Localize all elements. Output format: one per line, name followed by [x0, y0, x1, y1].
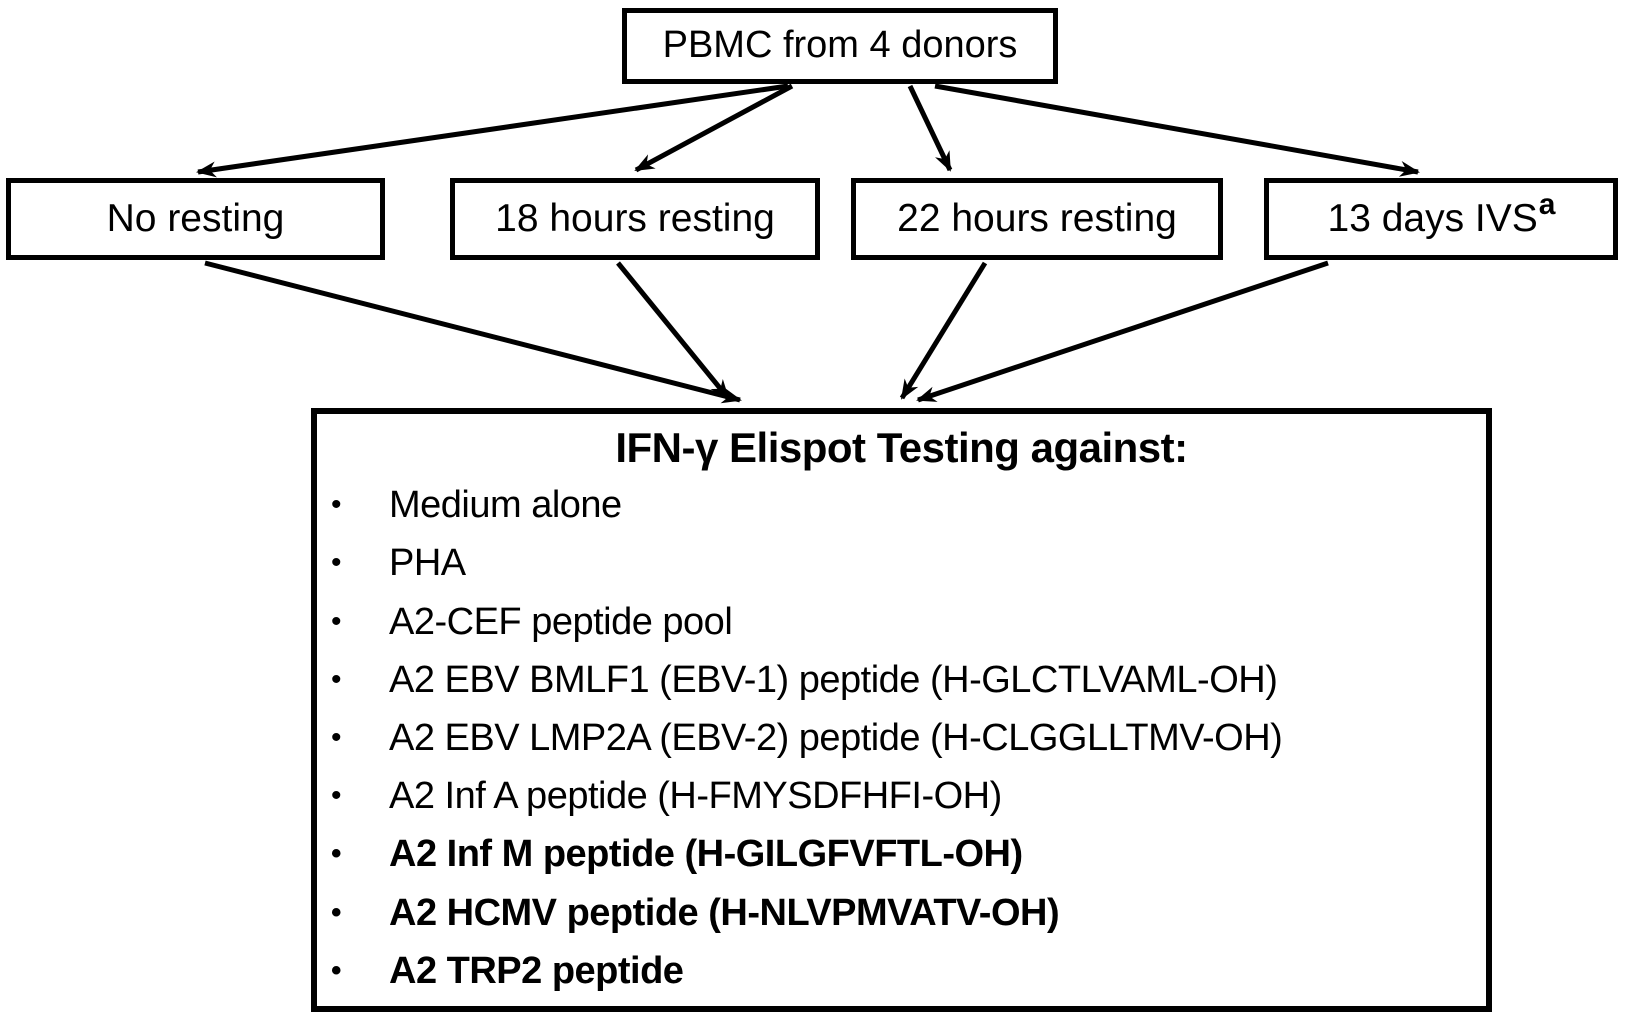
arrow-root-to-ivs [934, 83, 1420, 177]
list-item-ebv2: • A2 EBV LMP2A (EBV-2) peptide (H-CLGGLL… [331, 719, 1486, 757]
elispot-item-list: • Medium alone • PHA • A2-CEF peptide po… [317, 476, 1486, 1006]
node-elispot-testing: IFN-γ Elispot Testing against: • Medium … [311, 408, 1492, 1012]
bullet-icon: • [331, 895, 342, 929]
list-item-a2-cef: • A2-CEF peptide pool [331, 603, 1486, 641]
node-22h-resting: 22 hours resting [851, 178, 1223, 260]
list-item-label: A2 Inf A peptide (H-FMYSDFHFI-OH) [389, 775, 1002, 818]
node-no-resting-label: No resting [106, 196, 285, 240]
list-item-label: A2 EBV BMLF1 (EBV-1) peptide (H-GLCTLVAM… [389, 658, 1278, 701]
node-no-resting: No resting [6, 178, 385, 260]
list-item-label: A2 EBV LMP2A (EBV-2) peptide (H-CLGGLLTM… [389, 716, 1283, 759]
list-item-inf-m: • A2 Inf M peptide (H-GILGFVFTL-OH) [331, 835, 1486, 873]
arrow-18h-to-elispot [616, 261, 730, 400]
list-item-inf-a: • A2 Inf A peptide (H-FMYSDFHFI-OH) [331, 777, 1486, 815]
node-13d-ivs-label: 13 days IVS [1327, 196, 1538, 240]
bullet-icon: • [331, 953, 342, 987]
node-18h-resting: 18 hours resting [450, 178, 820, 260]
bullet-icon: • [331, 488, 342, 522]
list-item-label: A2 HCMV peptide (H-NLVPMVATV-OH) [389, 891, 1060, 934]
bullet-icon: • [331, 720, 342, 754]
arrow-root-to-no-resting [196, 83, 789, 178]
bullet-icon: • [331, 604, 342, 638]
bullet-icon: • [331, 662, 342, 696]
bullet-icon: • [331, 546, 342, 580]
arrow-22h-to-elispot [899, 261, 988, 400]
arrow-root-to-18h [634, 83, 794, 173]
node-22h-resting-label: 22 hours resting [897, 196, 1177, 240]
node-pbmc-source: PBMC from 4 donors [622, 8, 1058, 84]
bullet-icon: • [331, 779, 342, 813]
list-item-pha: • PHA [331, 544, 1486, 582]
list-item-trp2: • A2 TRP2 peptide [331, 952, 1486, 990]
arrow-ivs-to-elispot [916, 260, 1329, 403]
arrow-root-to-22h [907, 84, 953, 172]
list-item-label: PHA [389, 542, 466, 585]
list-item-label: A2 Inf M peptide (H-GILGFVFTL-OH) [389, 833, 1023, 876]
node-18h-resting-label: 18 hours resting [495, 196, 775, 240]
arrow-no-resting-to-elispot [204, 260, 742, 404]
list-item-hcmv: • A2 HCMV peptide (H-NLVPMVATV-OH) [331, 894, 1486, 932]
elispot-title: IFN-γ Elispot Testing against: [615, 424, 1188, 471]
list-item-label: A2-CEF peptide pool [389, 600, 733, 643]
list-item-label: A2 TRP2 peptide [389, 949, 684, 992]
bullet-icon: • [331, 837, 342, 871]
list-item-ebv1: • A2 EBV BMLF1 (EBV-1) peptide (H-GLCTLV… [331, 661, 1486, 699]
list-item-label: Medium alone [389, 484, 622, 527]
list-item-medium-alone: • Medium alone [331, 486, 1486, 524]
node-pbmc-source-label: PBMC from 4 donors [662, 24, 1018, 67]
